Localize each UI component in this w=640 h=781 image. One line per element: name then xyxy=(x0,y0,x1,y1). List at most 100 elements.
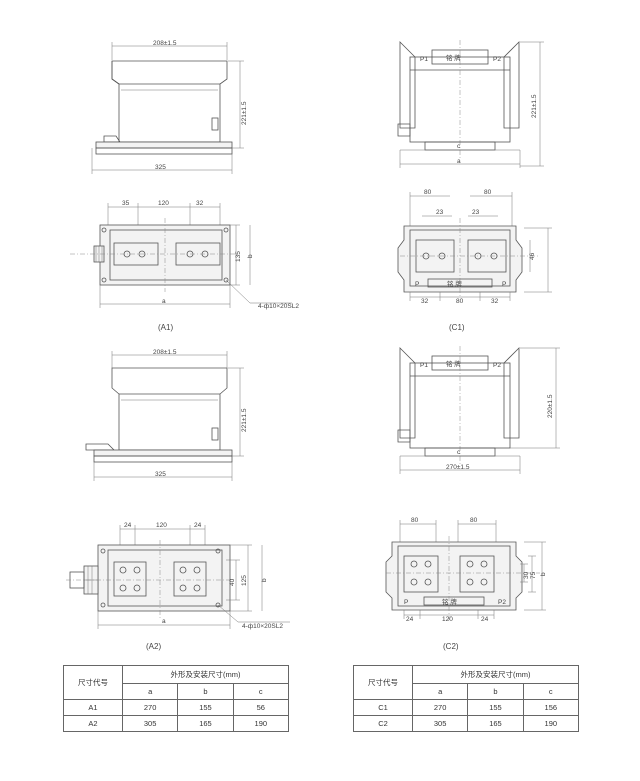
c1-plan-plate: 铭 牌 xyxy=(447,279,462,288)
c2-caption: (C2) xyxy=(443,642,459,651)
c1-plate-label: 铭 牌 xyxy=(446,53,461,62)
c2-side-dim-2: 75 xyxy=(530,571,537,579)
table-c-row2-code: C2 xyxy=(353,715,413,732)
a2-plan-view: 24 120 24 40 125 b xyxy=(66,522,290,651)
c1-bottom-var: c xyxy=(457,143,461,150)
a1-front-view: 208±1.5 221±1.5 325 xyxy=(91,40,248,174)
c1-dim-bottom-1: 32 xyxy=(421,298,429,305)
table-a-col-c: c xyxy=(232,683,290,700)
table-c-row2-c: 190 xyxy=(522,715,580,732)
a1-base-label: 325 xyxy=(155,164,166,171)
c1-p2-label: P2 xyxy=(493,56,501,63)
a2-width-top-label: 208±1.5 xyxy=(153,349,177,356)
c1-dim-bottom-3: 32 xyxy=(491,298,499,305)
table-c-row2-a: 305 xyxy=(411,715,469,732)
table-a-row2-a: 305 xyxy=(121,715,179,732)
a1-dim-top-3: 32 xyxy=(196,200,204,207)
a1-side-dim: 135 xyxy=(235,251,242,262)
table-row: C2 305 165 190 xyxy=(353,715,580,732)
table-a-row2-c: 190 xyxy=(232,715,290,732)
c2-plan-view: 80 80 P P2 铭 牌 30 75 b xyxy=(385,517,547,651)
c2-dim-bottom-3: 24 xyxy=(481,616,489,623)
c2-bottom-var: c xyxy=(457,449,461,456)
c2-p-left: P xyxy=(404,599,408,606)
table-row: C1 270 155 156 xyxy=(353,699,580,716)
table-c-col-c: c xyxy=(522,683,580,700)
table-c-row1-a: 270 xyxy=(411,699,469,716)
c1-p-right: P xyxy=(502,281,506,288)
table-c-group-header: 外形及安装尺寸(mm) xyxy=(412,665,579,684)
a2-front-view: 208±1.5 221±1.5 325 xyxy=(85,349,248,481)
a2-holes-label: 4-ф10×20SL2 xyxy=(242,623,283,630)
a2-dim-top-2: 120 xyxy=(156,522,167,529)
a2-side-var: b xyxy=(261,578,268,582)
c1-dim-top-2: 80 xyxy=(484,189,492,196)
a2-bottom-var: a xyxy=(162,618,166,625)
c1-dim-inner-1: 23 xyxy=(436,209,444,216)
a2-dim-top-1: 24 xyxy=(124,522,132,529)
c2-dim-top-1: 80 xyxy=(411,517,419,524)
c2-height-label: 220±1.5 xyxy=(547,394,554,418)
table-c-col-a: a xyxy=(411,683,469,700)
table-c-row1-c: 156 xyxy=(522,699,580,716)
c1-caption: (C1) xyxy=(449,323,465,332)
a2-side-dim-1: 40 xyxy=(229,578,236,586)
a1-dim-top-1: 35 xyxy=(122,200,130,207)
c2-dim-bottom-1: 24 xyxy=(406,616,414,623)
table-a-row1-b: 155 xyxy=(177,699,234,716)
table-c-code-header: 尺寸代号 xyxy=(353,665,413,700)
c1-dim-bottom-2: 80 xyxy=(456,298,464,305)
c1-plan-view: 80 80 23 23 P P 铭 牌 46 32 80 32 (C1 xyxy=(397,189,552,332)
c1-side-dim: 46 xyxy=(529,252,536,260)
c2-front-view: 铭 牌 P1 P2 c 270±1.5 220±1.5 xyxy=(397,346,560,474)
table-a-row1-code: A1 xyxy=(63,699,123,716)
table-a-col-a: a xyxy=(121,683,179,700)
table-a-group-header: 外形及安装尺寸(mm) xyxy=(122,665,289,684)
c2-p-right: P2 xyxy=(498,599,506,606)
table-a-code-header: 尺寸代号 xyxy=(63,665,123,700)
table-row: A1 270 155 56 xyxy=(63,699,290,716)
table-a-row1-c: 56 xyxy=(232,699,290,716)
a2-dim-top-3: 24 xyxy=(194,522,202,529)
a1-bottom-var: a xyxy=(162,298,166,305)
c1-front-view: 铭 牌 P1 P2 c a 221±1.5 xyxy=(397,40,544,168)
c1-dim-inner-2: 23 xyxy=(472,209,480,216)
table-a-row1-a: 270 xyxy=(121,699,179,716)
a1-caption: (A1) xyxy=(158,323,173,332)
a2-base-label: 325 xyxy=(155,471,166,478)
c2-plate-label: 铭 牌 xyxy=(446,359,461,368)
table-row: A2 305 165 190 xyxy=(63,715,290,732)
table-a-col-b: b xyxy=(177,683,234,700)
a1-width-top-label: 208±1.5 xyxy=(153,40,177,47)
table-c-row2-b: 165 xyxy=(467,715,524,732)
c2-dim-bottom-2: 120 xyxy=(442,616,453,623)
c2-dim-top-2: 80 xyxy=(470,517,478,524)
c1-p-left: P xyxy=(415,281,419,288)
c1-base-var: a xyxy=(457,158,461,165)
a1-side-var: b xyxy=(247,254,254,258)
table-a-row2-b: 165 xyxy=(177,715,234,732)
table-c-row1-b: 155 xyxy=(467,699,524,716)
c2-plan-plate: 铭 牌 xyxy=(442,597,457,606)
c1-dim-top-1: 80 xyxy=(424,189,432,196)
a1-dim-top-2: 120 xyxy=(158,200,169,207)
dimension-table-c: 尺寸代号 外形及安装尺寸(mm) a b c C1 270 155 156 C2… xyxy=(353,665,580,732)
table-c-row1-code: C1 xyxy=(353,699,413,716)
table-c-col-b: b xyxy=(467,683,524,700)
c2-p1-label: P1 xyxy=(420,362,428,369)
c2-p2-label: P2 xyxy=(493,362,501,369)
c1-height-label: 221±1.5 xyxy=(531,94,538,118)
a2-side-dim-2: 125 xyxy=(241,575,248,586)
a1-plan-view: 35 120 32 135 b a 4-ф10×20SL2 (A1) xyxy=(70,200,299,332)
a1-holes-label: 4-ф10×20SL2 xyxy=(258,303,299,310)
a2-height-label: 221±1.5 xyxy=(241,408,248,432)
c2-side-var: b xyxy=(540,572,547,576)
table-a-row2-code: A2 xyxy=(63,715,123,732)
a1-height-label: 221±1.5 xyxy=(241,101,248,125)
c2-side-dim-1: 30 xyxy=(523,571,530,579)
a2-caption: (A2) xyxy=(146,642,161,651)
dimension-table-a: 尺寸代号 外形及安装尺寸(mm) a b c A1 270 155 56 A2 … xyxy=(63,665,290,732)
c2-base-label: 270±1.5 xyxy=(446,464,470,471)
c1-p1-label: P1 xyxy=(420,56,428,63)
